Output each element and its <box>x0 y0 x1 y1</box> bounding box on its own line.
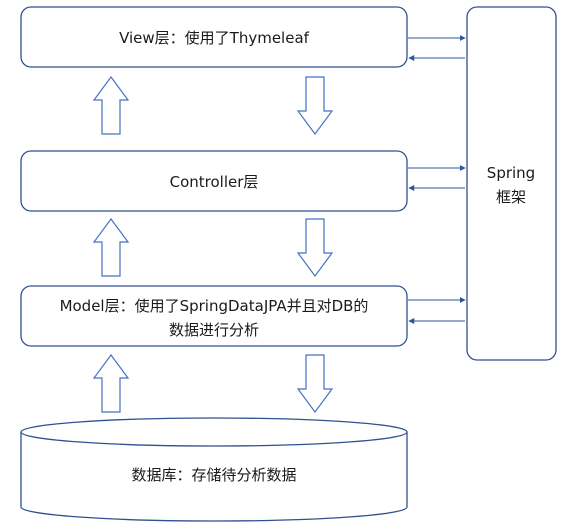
up-arrow-database-to-model <box>92 353 130 413</box>
controller-layer-node: Controller层 <box>20 150 408 212</box>
controller-layer-label: Controller层 <box>170 173 259 191</box>
model-layer-label-line2: 数据进行分析 <box>169 321 259 339</box>
view-layer-node: View层：使用了Thymeleaf <box>20 6 408 68</box>
database-label: 数据库：存储待分析数据 <box>131 466 296 484</box>
down-arrow-controller-to-model <box>296 218 334 278</box>
spring-framework-node: Spring 框架 <box>466 6 557 361</box>
view-layer-label: View层：使用了Thymeleaf <box>119 29 310 47</box>
model-layer-label-line1: Model层：使用了SpringDataJPA并且对DB的 <box>60 297 369 315</box>
spring-framework-label-line1: Spring <box>487 164 535 182</box>
up-arrow-controller-to-view <box>92 75 130 135</box>
database-cylinder: 数据库：存储待分析数据 <box>20 417 408 522</box>
down-arrow-model-to-database <box>296 354 334 414</box>
up-arrow-model-to-controller <box>92 217 130 277</box>
down-arrow-view-to-controller <box>296 76 334 136</box>
spring-framework-label-line2: 框架 <box>496 188 526 206</box>
model-layer-node: Model层：使用了SpringDataJPA并且对DB的 数据进行分析 <box>20 285 408 347</box>
